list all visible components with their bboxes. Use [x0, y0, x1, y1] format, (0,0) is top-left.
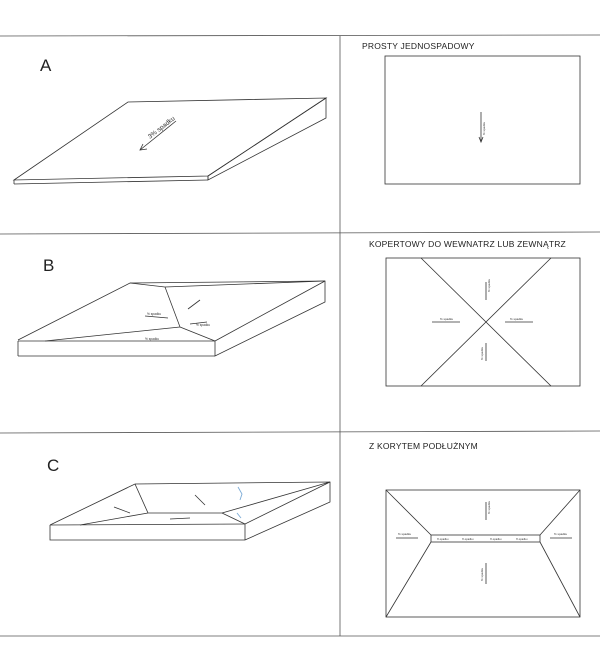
- plan-b-label: % spadku: [510, 317, 524, 321]
- row-c-letter: C: [47, 456, 60, 475]
- plan-b-label: % spadku: [440, 317, 454, 321]
- grid-lines: [0, 34, 600, 637]
- slope-arrow-c: [169, 517, 191, 520]
- slope-arrowhead-a: [139, 143, 148, 151]
- roof-b-outline: [17, 280, 326, 357]
- plan-c-gutter: [430, 534, 541, 543]
- slope-arrow-b: [187, 299, 201, 310]
- plan-c-outline: [385, 489, 581, 618]
- plan-a-arrowhead: [478, 136, 484, 144]
- plan-c-valley: [385, 489, 432, 536]
- roof-a-side-plane: [207, 97, 327, 181]
- plan-b-label: % spadku: [487, 278, 491, 292]
- gutter-label: % spadku: [437, 537, 449, 541]
- plan-b-diagonal: [420, 257, 552, 387]
- roof-b-edge: [214, 280, 326, 342]
- roof-a-top-plane: [12, 97, 328, 181]
- valley-line: [79, 512, 149, 526]
- slope-label-b: % spadku: [145, 337, 159, 341]
- roof-b-plan: [385, 257, 581, 387]
- slope-arrow-b: [189, 321, 208, 325]
- roof-a-plan: [384, 55, 581, 185]
- slope-label-b: % spadku: [196, 323, 210, 327]
- row-divider-1: [0, 231, 600, 235]
- roof-c-edge: [244, 481, 331, 525]
- plan-c-label: % spadku: [554, 532, 568, 536]
- plan-c-label: % spadku: [487, 500, 491, 514]
- slope-arrow-c: [194, 494, 206, 506]
- roof-c-plan: [385, 489, 581, 618]
- row-a-title: PROSTY JEDNOSPADOWY: [362, 41, 475, 51]
- row-b-letter: B: [43, 256, 55, 275]
- roof-c-isometric: [49, 481, 331, 541]
- gutter-label: % spadku: [462, 537, 474, 541]
- slope-arrow-b: [144, 315, 169, 319]
- blue-pen-mark: [236, 486, 243, 519]
- slope-label-a: 3% spadku: [147, 115, 177, 141]
- plan-a-arrow-label: % spadku: [482, 121, 486, 135]
- slope-arrow-a: [139, 120, 177, 151]
- valley-line: [221, 481, 331, 514]
- slope-label-b: % spadku: [147, 312, 161, 316]
- hip-line: [44, 326, 181, 342]
- gutter-label: % spadku: [516, 537, 528, 541]
- roof-b-isometric: [17, 280, 326, 357]
- roof-c-outline: [49, 481, 331, 541]
- plan-a-outline: [384, 55, 581, 185]
- plan-c-valley: [539, 541, 581, 618]
- plan-b-label: % spadku: [480, 346, 484, 360]
- hip-line: [179, 326, 216, 342]
- slope-arrow-c: [113, 506, 131, 514]
- plan-c-label: % spadku: [398, 532, 412, 536]
- hip-line: [129, 282, 166, 288]
- top-border: [0, 34, 600, 37]
- roof-c-edge: [49, 523, 246, 526]
- row-b-title: KOPERTOWY DO WEWNATRZ LUB ZEWNĄTRZ: [369, 239, 566, 249]
- valley-line: [134, 483, 149, 514]
- hip-line: [164, 286, 181, 328]
- plan-c-valley: [385, 541, 432, 618]
- row-c-title: Z KORYTEM PODŁUŻNYM: [369, 441, 478, 451]
- row-divider-2: [0, 430, 600, 434]
- gutter-label: % spadku: [490, 537, 502, 541]
- plan-b-outline: [385, 257, 581, 387]
- row-a-letter: A: [40, 56, 52, 75]
- plan-c-label: % spadku: [480, 567, 484, 581]
- roof-a-isometric: [12, 97, 328, 185]
- plan-c-valley: [539, 489, 581, 536]
- hip-line: [164, 280, 326, 288]
- valley-line: [221, 512, 246, 525]
- roof-a-edge: [13, 179, 209, 185]
